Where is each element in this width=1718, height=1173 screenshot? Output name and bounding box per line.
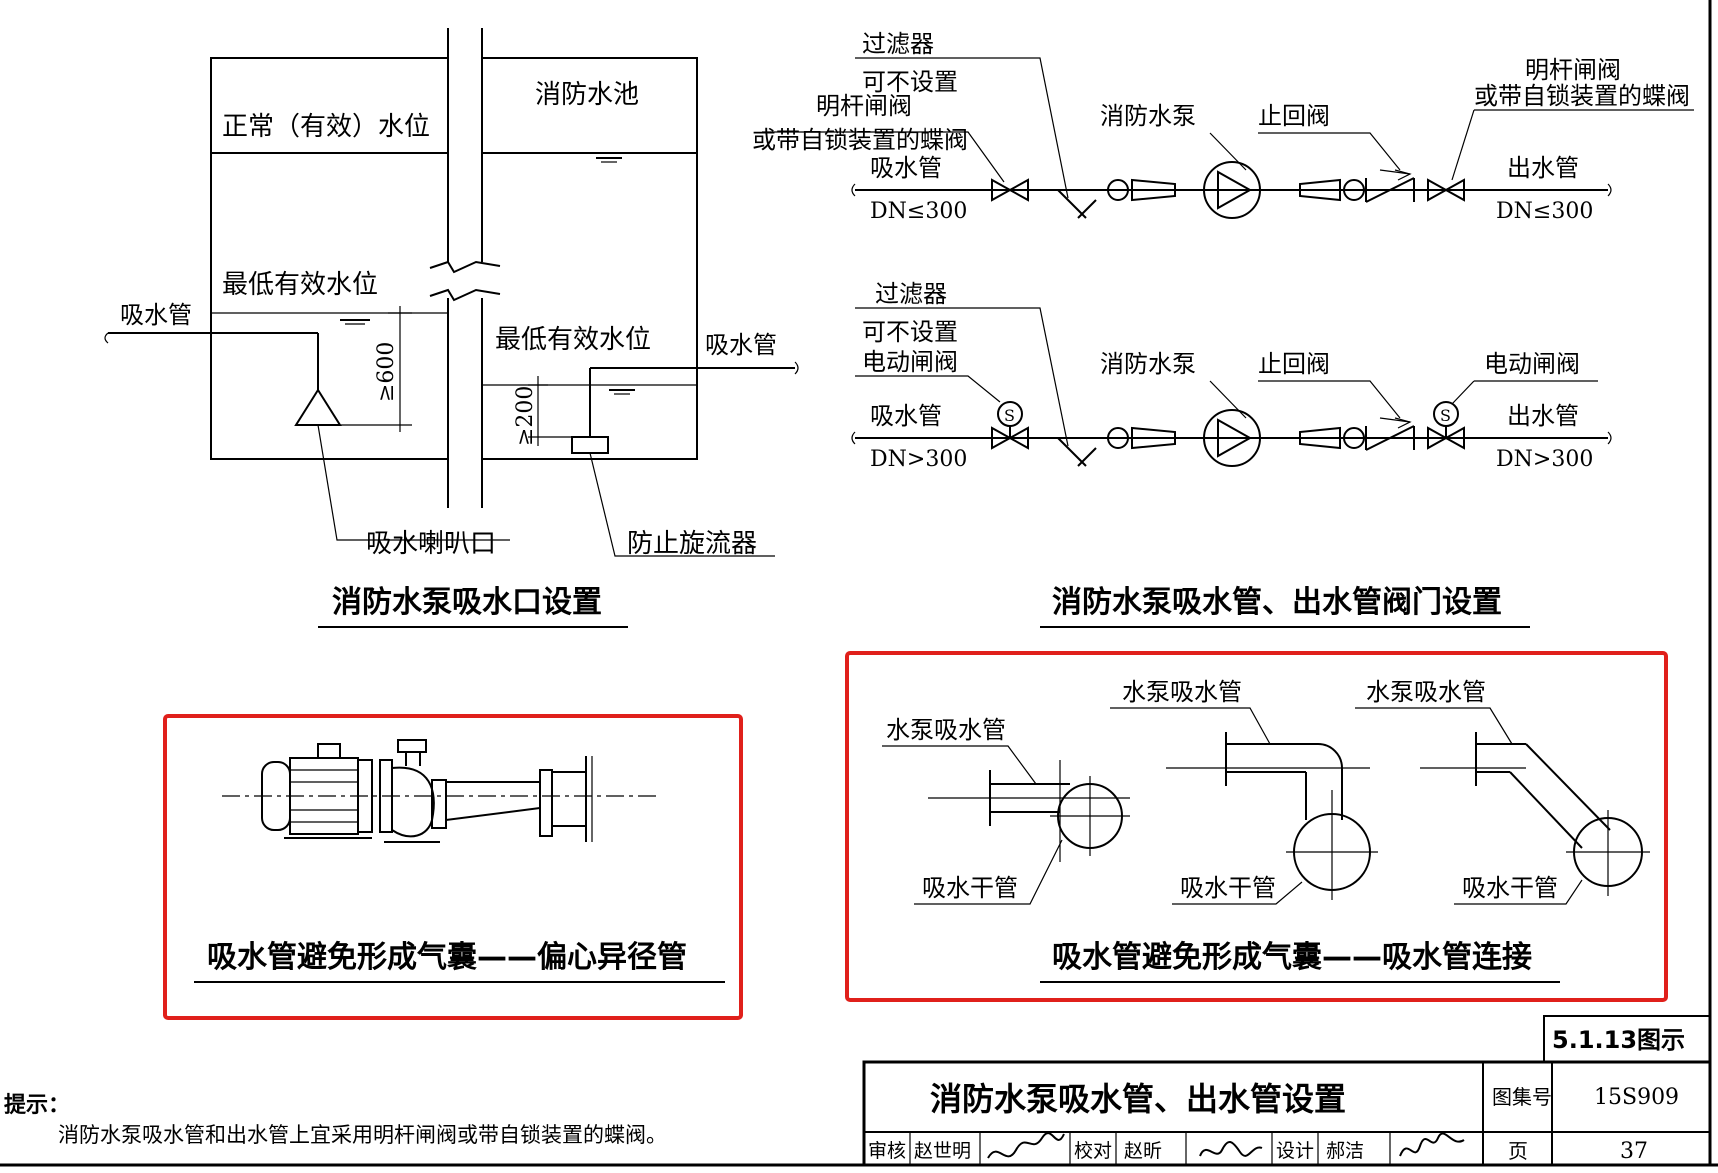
review-label: 审核	[868, 1140, 906, 1162]
checker-name: 赵昕	[1124, 1140, 1162, 1162]
eccentric-reducer-panel: 吸水管避免形成气囊——偏心异径管	[163, 714, 743, 1020]
checker-signature	[1199, 1141, 1263, 1157]
suction-main-label-3: 吸水干管	[1462, 874, 1558, 902]
pump-label-bottom: 消防水泵	[1100, 350, 1196, 378]
motor-symbol-out: S	[1440, 406, 1451, 425]
inlet-valve-label-top-1: 明杆闸阀	[816, 92, 912, 120]
optional-label-top: 可不设置	[862, 68, 958, 96]
valve-diagram-top: 过滤器 可不设置 明杆闸阀 或带自锁装置的蝶阀 吸水管 DN≤300 消防水泵 …	[752, 30, 1694, 224]
min-level-label-left: 最低有效水位	[222, 270, 378, 300]
dimension-600: ≥600	[374, 342, 399, 402]
outlet-label-top: 出水管	[1507, 154, 1579, 182]
suction-pipe-label-right: 吸水管	[705, 331, 777, 359]
outlet-valve-label-bottom: 电动闸阀	[1484, 350, 1580, 378]
check-valve-label-top: 止回阀	[1258, 102, 1330, 130]
intake-caption: 消防水泵吸水口设置	[332, 585, 602, 620]
design-label: 设计	[1276, 1140, 1314, 1162]
optional-label-bottom: 可不设置	[862, 318, 958, 346]
pump-suction-label-2: 水泵吸水管	[1122, 678, 1242, 706]
pump-suction-label-3: 水泵吸水管	[1366, 678, 1486, 706]
atlas-label: 图集号	[1492, 1085, 1552, 1109]
outlet-label-bottom: 出水管	[1507, 402, 1579, 430]
valve-caption: 消防水泵吸水管、出水管阀门设置	[1052, 585, 1502, 620]
suction-main-label-2: 吸水干管	[1180, 874, 1276, 902]
sheet-title: 消防水泵吸水管、出水管设置	[930, 1080, 1346, 1118]
atlas-number: 15S909	[1594, 1085, 1679, 1110]
normal-water-level-label: 正常（有效）水位	[222, 112, 430, 142]
outlet-valve-label-top-1: 明杆闸阀	[1525, 56, 1621, 84]
suction-pipe-label-left: 吸水管	[120, 301, 192, 329]
check-valve-label-bottom: 止回阀	[1258, 350, 1330, 378]
pump-label-top: 消防水泵	[1100, 102, 1196, 130]
valve-diagram-bottom: S S 过滤器 可不设置 电动闸阀 吸水管 DN>300 消防水泵 止回阀 电动…	[851, 280, 1612, 628]
bell-mouth-label: 吸水喇叭口	[366, 529, 496, 559]
pipe-connection-panel: 水泵吸水管 水泵吸水管 水泵吸水管 吸水干管 吸水干管 吸水干管 吸水管避免形成…	[845, 651, 1668, 1002]
suction-main-label-1: 吸水干管	[922, 874, 1018, 902]
outlet-valve-label-top-2: 或带自锁装置的蝶阀	[1474, 82, 1690, 110]
dn-out-top: DN≤300	[1496, 199, 1593, 224]
dn-out-bottom: DN>300	[1496, 447, 1593, 472]
note-title: 提示：	[4, 1092, 70, 1118]
connection-caption: 吸水管避免形成气囊——吸水管连接	[1052, 940, 1532, 975]
inlet-valve-label-top-2: 或带自锁装置的蝶阀	[752, 126, 968, 154]
eccentric-caption: 吸水管避免形成气囊——偏心异径管	[207, 940, 687, 975]
intake-diagram: 正常（有效）水位 消防水池 最低有效水位 最低有效水位 吸水管 吸水管 ≥600…	[104, 28, 799, 628]
page-number: 37	[1620, 1139, 1648, 1164]
filter-label-bottom: 过滤器	[875, 280, 947, 308]
page-label: 页	[1508, 1139, 1528, 1163]
min-level-label-right: 最低有效水位	[495, 325, 651, 355]
designer-signature	[1399, 1132, 1465, 1157]
reviewer-signature	[987, 1132, 1065, 1159]
suction-label-bottom: 吸水管	[870, 402, 942, 430]
title-block: 5.1.13图示 消防水泵吸水管、出水管设置 图集号 15S909 页 37 审…	[862, 1015, 1712, 1167]
fire-pool-label: 消防水池	[535, 80, 639, 110]
designer-name: 郝洁	[1326, 1140, 1364, 1162]
reviewer-name: 赵世明	[914, 1140, 971, 1162]
vortex-preventer-label: 防止旋流器	[627, 529, 757, 559]
check-label: 校对	[1074, 1140, 1112, 1162]
filter-label-top: 过滤器	[862, 30, 934, 58]
dimension-200: ≥200	[513, 386, 538, 446]
figure-ref: 5.1.13图示	[1552, 1026, 1685, 1054]
motor-symbol-in: S	[1004, 406, 1015, 425]
inlet-valve-label-bottom: 电动闸阀	[862, 348, 958, 376]
dn-in-bottom: DN>300	[870, 447, 967, 472]
note-text: 消防水泵吸水管和出水管上宜采用明杆闸阀或带自锁装置的蝶阀。	[58, 1123, 667, 1147]
dn-in-top: DN≤300	[870, 199, 967, 224]
pump-suction-label-1: 水泵吸水管	[886, 716, 1006, 744]
suction-label-top: 吸水管	[870, 154, 942, 182]
note-block: 提示： 消防水泵吸水管和出水管上宜采用明杆闸阀或带自锁装置的蝶阀。	[4, 1092, 667, 1147]
